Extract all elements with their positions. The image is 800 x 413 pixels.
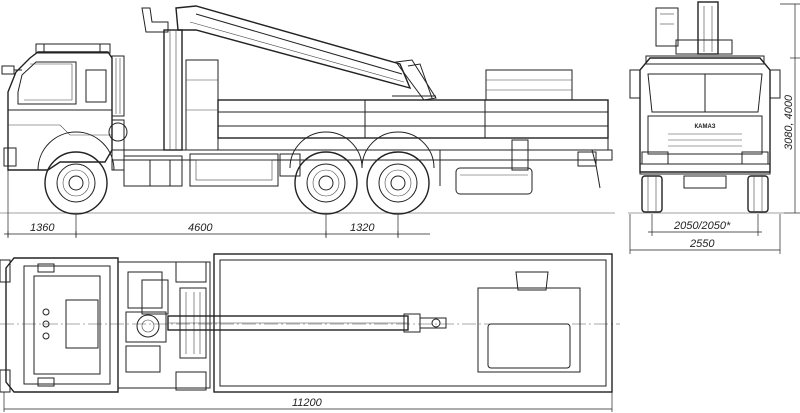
front-wheels — [628, 175, 784, 214]
dim-front-overhang: 1360 — [30, 222, 55, 234]
front-view: КАМАЗ 2050/2050* — [628, 1, 800, 254]
side-dimensions: 1360 4600 1320 — [4, 170, 430, 238]
front-cab: КАМАЗ — [629, 55, 781, 189]
dim-bogie: 1320 — [350, 222, 375, 234]
side-cab — [1, 43, 128, 171]
dim-track: 2050/2050* — [673, 220, 731, 232]
dim-width: 2550 — [689, 238, 715, 250]
grille-brand-label: КАМАЗ — [694, 124, 715, 130]
side-rear-wheels — [289, 131, 435, 215]
top-cab — [0, 257, 119, 393]
side-crane — [141, 5, 440, 187]
top-view: 11200 — [0, 253, 620, 412]
top-dimensions: 11200 — [3, 392, 613, 412]
front-dimensions: 2050/2050* 2550 3080, 4000 — [629, 3, 800, 254]
top-crane-base — [117, 261, 211, 391]
top-boom — [167, 313, 447, 333]
dim-height: 3080, 4000 — [783, 94, 795, 150]
side-cargo-body — [217, 69, 609, 151]
side-view: 1360 4600 1320 — [0, 5, 615, 238]
dim-wheelbase: 4600 — [188, 222, 213, 234]
side-front-wheel — [37, 131, 115, 215]
dim-total-length: 11200 — [292, 397, 323, 409]
front-crane — [655, 1, 733, 55]
